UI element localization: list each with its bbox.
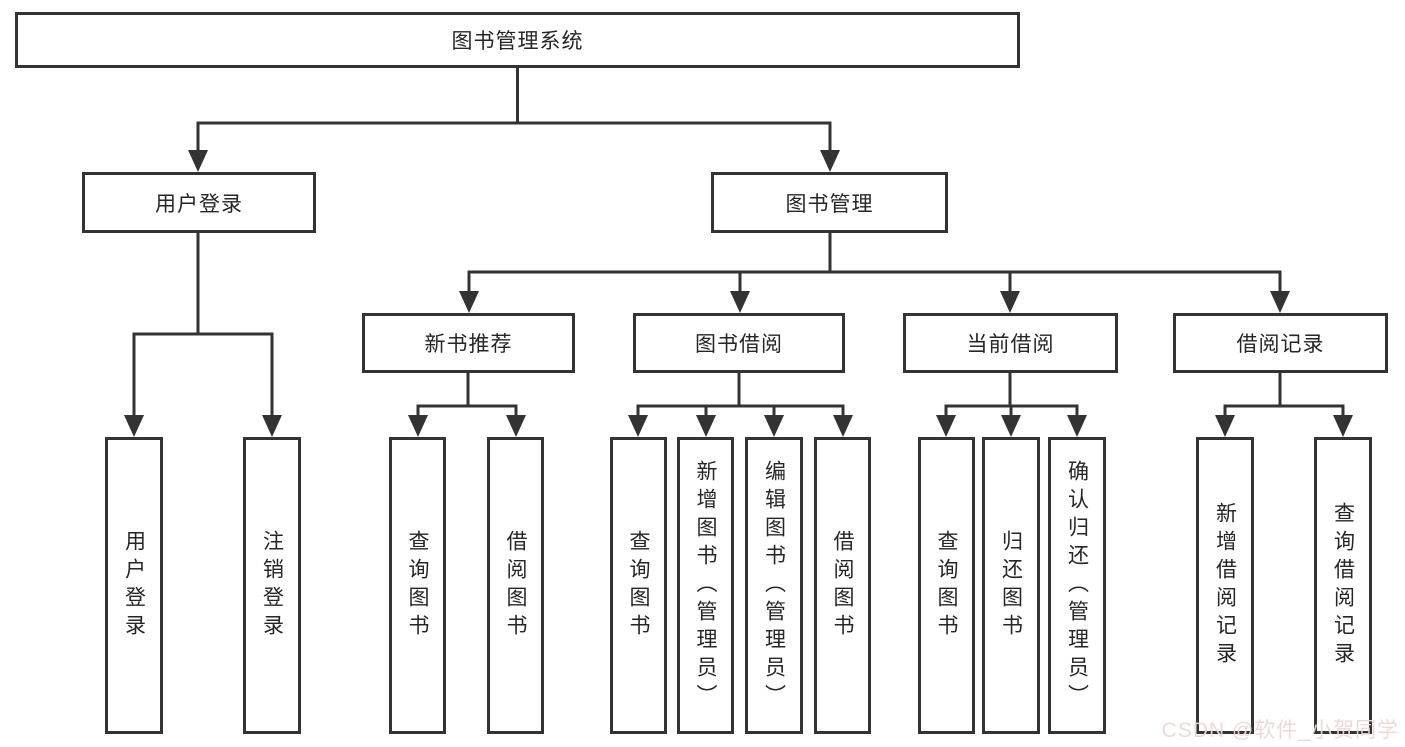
node-return-books: 归还图书 xyxy=(982,437,1040,734)
node-query-books-current: 查询图书 xyxy=(918,437,975,734)
node-logout: 注销登录 xyxy=(243,437,301,734)
node-query-borrow-record: 查询借阅记录 xyxy=(1314,437,1372,734)
node-label: 确认归还（管理员） xyxy=(1065,459,1089,712)
node-label: 用户登录 xyxy=(155,192,243,216)
node-label: 新增借阅记录 xyxy=(1213,501,1237,670)
node-current-borrowing: 当前借阅 xyxy=(903,313,1118,373)
node-label: 注销登录 xyxy=(260,529,284,642)
node-add-books-admin: 新增图书（管理员） xyxy=(677,437,734,734)
node-borrow-books-recommend: 借阅图书 xyxy=(487,437,544,734)
node-user-login-action: 用户登录 xyxy=(105,437,163,734)
node-query-books-borrowing: 查询图书 xyxy=(610,437,667,734)
node-query-books-recommend: 查询图书 xyxy=(389,437,446,734)
node-label: 归还图书 xyxy=(999,529,1023,642)
node-confirm-return-admin: 确认归还（管理员） xyxy=(1048,437,1106,734)
node-book-borrowing: 图书借阅 xyxy=(633,313,845,373)
node-label: 借阅图书 xyxy=(831,529,855,642)
node-edit-books-admin: 编辑图书（管理员） xyxy=(745,437,803,734)
node-borrow-records: 借阅记录 xyxy=(1173,313,1388,373)
node-label: 编辑图书（管理员） xyxy=(762,459,786,712)
node-library-management-system: 图书管理系统 xyxy=(15,12,1020,68)
node-label: 用户登录 xyxy=(122,529,146,642)
node-label: 查询图书 xyxy=(406,529,430,642)
node-label: 图书借阅 xyxy=(695,333,783,356)
csdn-watermark: CSDN @软件_小贺同学 xyxy=(1161,719,1399,742)
node-label: 当前借阅 xyxy=(966,333,1055,356)
node-book-management: 图书管理 xyxy=(711,172,948,233)
node-label: 新书推荐 xyxy=(424,333,513,356)
node-user-login: 用户登录 xyxy=(82,172,316,233)
node-label: 借阅记录 xyxy=(1236,333,1325,356)
node-label: 查询图书 xyxy=(627,529,651,642)
node-add-borrow-record: 新增借阅记录 xyxy=(1196,437,1254,734)
node-label: 查询借阅记录 xyxy=(1331,501,1355,670)
node-label: 查询图书 xyxy=(935,529,959,642)
node-label: 借阅图书 xyxy=(504,529,528,642)
node-borrow-books: 借阅图书 xyxy=(814,437,871,734)
node-label: 图书管理 xyxy=(785,192,874,216)
node-label: 图书管理系统 xyxy=(451,30,584,53)
node-new-book-recommend: 新书推荐 xyxy=(362,313,575,373)
node-label: 新增图书（管理员） xyxy=(694,459,718,712)
